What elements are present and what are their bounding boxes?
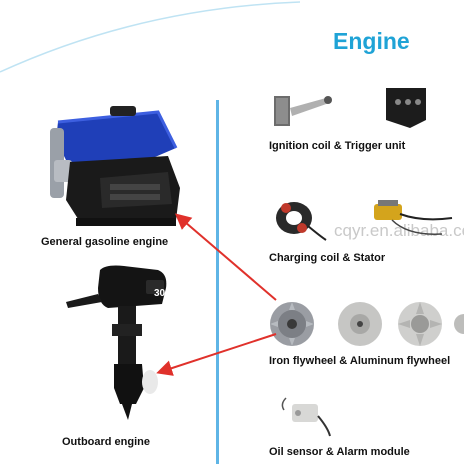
ignition-coil-label: Ignition coil & Trigger unit <box>269 140 406 152</box>
gasoline-engine-image <box>50 106 180 226</box>
oil-sensor-image <box>281 397 331 437</box>
flywheel-label: Iron flywheel & Aluminum flywheel <box>269 355 451 367</box>
ignition-coil-image <box>274 96 332 126</box>
watermark: cqyr.en.alibaba.com <box>334 221 464 240</box>
outboard-engine-image <box>66 265 167 420</box>
outboard-engine-label: Outboard engine <box>62 436 150 448</box>
flywheels-image <box>270 302 464 346</box>
gasoline-engine-label: General gasoline engine <box>41 236 169 248</box>
charging-coil-image <box>374 200 453 235</box>
trigger-unit-image <box>386 88 426 128</box>
divider-line <box>216 100 219 464</box>
stator-image <box>276 202 327 241</box>
arrow-to-gasoline-engine <box>174 213 277 301</box>
page-title: Engine <box>333 28 410 54</box>
arrow-to-outboard-engine <box>156 333 277 376</box>
charging-coil-label: Charging coil & Stator <box>269 252 386 264</box>
oil-sensor-label: Oil sensor & Alarm module <box>269 446 410 458</box>
outboard-power-badge: 30 <box>154 288 166 299</box>
